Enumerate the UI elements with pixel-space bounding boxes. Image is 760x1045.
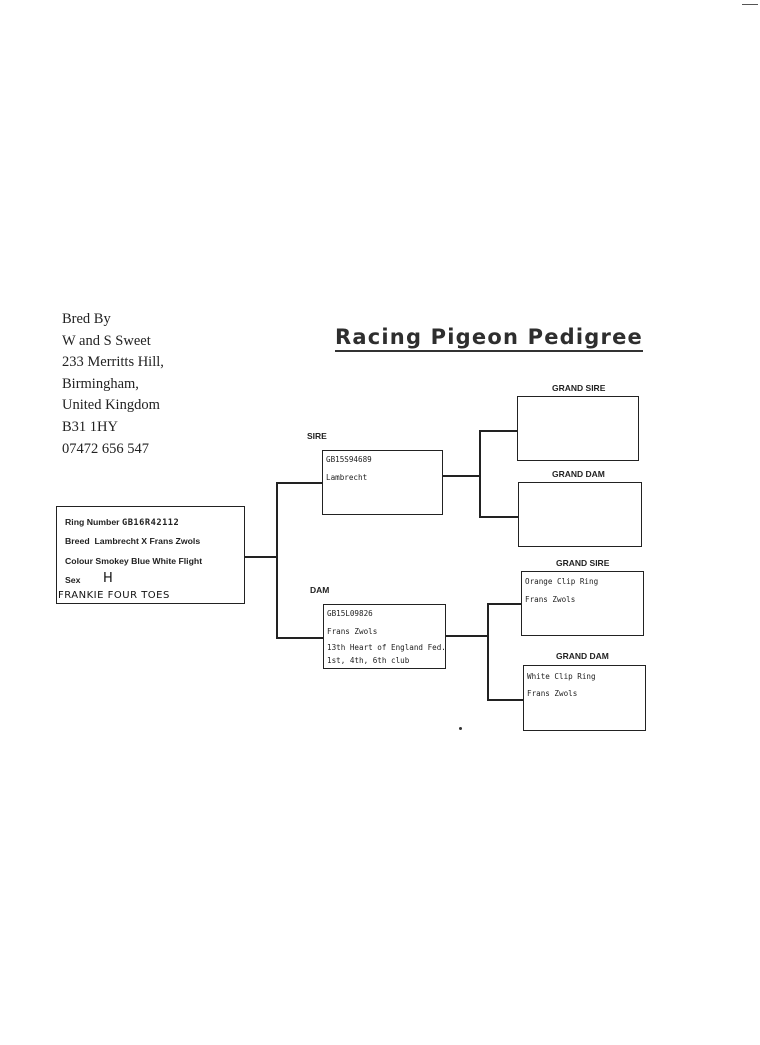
connector-bird-vertical xyxy=(276,482,278,638)
sire-grand-dam-box xyxy=(518,482,642,547)
dam-line2: 13th Heart of England Fed. xyxy=(327,643,446,652)
connector-dam-stub xyxy=(446,635,488,637)
colour-value: Smokey Blue White Flight xyxy=(95,556,203,566)
connector-sire-stub xyxy=(443,475,480,477)
ring-number-label: Ring Number xyxy=(65,517,120,527)
breeder-country: United Kingdom xyxy=(62,397,160,414)
dam-line1: Frans Zwols xyxy=(327,627,378,636)
breeder-postcode: B31 1HY xyxy=(62,418,118,435)
dam-line3: 1st, 4th, 6th club xyxy=(327,656,410,665)
bird-box: Ring Number GB16R42112 Breed Lambrecht X… xyxy=(56,506,245,604)
sire-grand-sire-box xyxy=(517,396,639,461)
colour-row: Colour Smokey Blue White Flight xyxy=(65,556,202,566)
connector-to-sire-grand-sire xyxy=(479,430,518,432)
colour-label: Colour xyxy=(65,556,93,566)
dam-grand-sire-line2: Frans Zwols xyxy=(525,595,576,604)
sire-ring: GB15S94689 xyxy=(326,455,372,464)
breeder-address-line1: 233 Merritts Hill, xyxy=(62,354,164,371)
page-title: Racing Pigeon Pedigree xyxy=(335,324,643,352)
dam-grand-sire-line1: Orange Clip Ring xyxy=(525,577,599,586)
breed-label: Breed xyxy=(65,536,90,546)
dam-label: DAM xyxy=(310,585,330,595)
sire-line1: Lambrecht xyxy=(326,473,368,482)
breed-value: Lambrecht X Frans Zwols xyxy=(94,536,201,546)
connector-sire-vertical xyxy=(479,430,481,517)
connector-to-dam xyxy=(276,637,323,639)
dam-grand-sire-box: Orange Clip Ring Frans Zwols xyxy=(521,571,644,636)
breed-row: Breed Lambrecht X Frans Zwols xyxy=(65,536,200,546)
ring-number-row: Ring Number GB16R42112 xyxy=(65,517,179,528)
connector-to-sire xyxy=(276,482,322,484)
dam-box: GB15L09826 Frans Zwols 13th Heart of Eng… xyxy=(323,604,446,669)
sex-value: H xyxy=(103,571,114,586)
scan-mark xyxy=(742,4,758,6)
dam-grand-dam-box: White Clip Ring Frans Zwols xyxy=(523,665,646,731)
sire-box: GB15S94689 Lambrecht xyxy=(322,450,443,515)
breeder-phone: 07472 656 547 xyxy=(62,440,149,457)
sire-label: SIRE xyxy=(307,431,327,441)
breeder-name: W and S Sweet xyxy=(62,332,151,349)
connector-to-dam-grand-dam xyxy=(487,699,524,701)
breeder-info: Bred By W and S Sweet 233 Merritts Hill,… xyxy=(62,309,164,460)
connector-to-sire-grand-dam xyxy=(479,516,519,518)
ring-number-value: GB16R42112 xyxy=(121,518,180,528)
sire-grand-dam-label: GRAND DAM xyxy=(552,469,605,479)
bred-by-label: Bred By xyxy=(62,311,111,327)
dam-grand-dam-line2: Frans Zwols xyxy=(527,689,578,698)
sex-label: Sex xyxy=(65,575,81,585)
connector-to-dam-grand-sire xyxy=(487,603,522,605)
breeder-address-line2: Birmingham, xyxy=(62,375,139,392)
dam-grand-dam-line1: White Clip Ring xyxy=(527,672,596,681)
sire-grand-sire-label: GRAND SIRE xyxy=(552,383,606,393)
connector-dam-vertical xyxy=(487,603,489,700)
dam-grand-dam-label: GRAND DAM xyxy=(556,651,609,661)
dam-grand-sire-label: GRAND SIRE xyxy=(556,558,610,568)
connector-bird-stub xyxy=(245,556,277,558)
bird-name: FRANKIE FOUR TOES xyxy=(58,590,170,601)
dam-ring: GB15L09826 xyxy=(327,609,373,618)
scan-dot xyxy=(459,727,462,730)
